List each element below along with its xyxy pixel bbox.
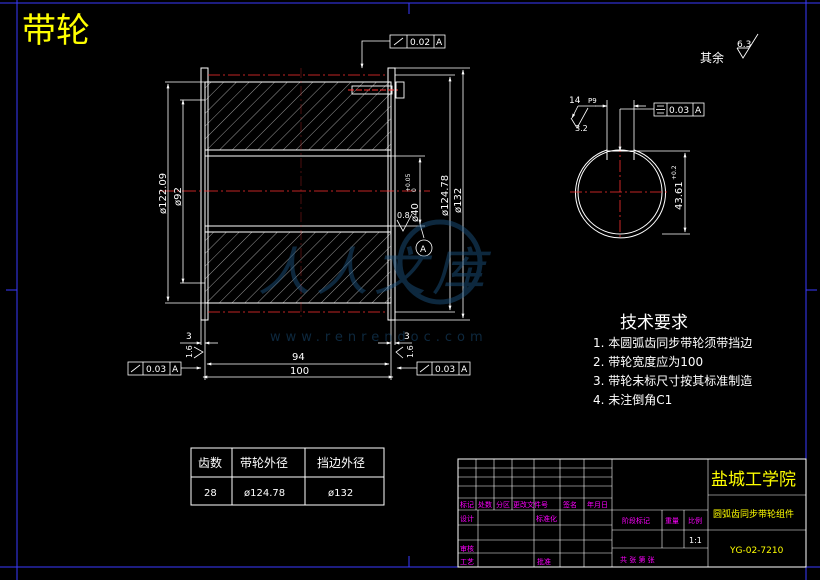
svg-text:A: A xyxy=(172,365,179,375)
svg-text:1.6: 1.6 xyxy=(406,345,415,358)
svg-text:标记: 标记 xyxy=(460,500,474,509)
school-name: 盐城工学院 xyxy=(711,470,796,490)
pulley-section xyxy=(160,67,430,321)
datum-a-symbol: A xyxy=(415,223,433,257)
right-runout-frame: 0.03 A xyxy=(396,361,471,376)
svg-text:www.renrendoc.com: www.renrendoc.com xyxy=(270,330,488,345)
face-roughness-right: 1.6 xyxy=(395,345,415,359)
roughness-default: 其余 6.3 xyxy=(700,33,759,65)
svg-text:1.6: 1.6 xyxy=(185,345,194,358)
dim-key-width-tol: P9 xyxy=(588,97,597,105)
svg-text:A: A xyxy=(695,106,702,116)
svg-text:工艺: 工艺 xyxy=(460,558,474,566)
table-header-flange-od: 挡边外径 xyxy=(317,456,365,470)
dim-pitch: ø124.78 xyxy=(440,175,451,216)
part-name: 圆弧齿同步带轮组件 xyxy=(713,508,794,520)
dim-left-inner: ø92 xyxy=(173,187,184,206)
dim-key-depth: 43.61 xyxy=(674,181,685,210)
dim-key-rough: 3.2 xyxy=(575,124,588,133)
dim-bore-tol: +0.05 xyxy=(405,173,412,192)
top-runout-frame: 0.02 A xyxy=(360,34,446,69)
table-header-pulley-od: 带轮外径 xyxy=(240,456,288,470)
requirement-3: 3. 带轮未标尺寸按其标准制造 xyxy=(593,374,752,388)
svg-text:年月日: 年月日 xyxy=(587,500,608,509)
svg-text:6.3: 6.3 xyxy=(737,40,751,50)
dim-left-outer: ø122.09 xyxy=(158,173,169,214)
svg-text:重量: 重量 xyxy=(665,517,679,525)
dim-flange: ø132 xyxy=(453,188,464,213)
face-roughness-left: 1.6 xyxy=(185,345,204,359)
title-block: 标记 处数 分区 更改文件号 签名 年月日 设计 标准化 审核 工艺 批准 阶段… xyxy=(457,458,807,568)
drawing-number: YG-02-7210 xyxy=(729,546,784,556)
dim-bore: ø40 xyxy=(410,203,421,222)
width-dimensions xyxy=(180,303,412,380)
keyway-view: 14 P9 3.2 43.61 +0.2 0.03 A xyxy=(569,96,705,240)
table-header-teeth: 齿数 xyxy=(198,455,222,470)
drawing-title: 带轮 xyxy=(22,11,90,51)
svg-text:批准: 批准 xyxy=(537,557,551,566)
svg-text:处数: 处数 xyxy=(478,500,492,509)
svg-text:阶段标记: 阶段标记 xyxy=(622,516,650,525)
svg-text:A: A xyxy=(461,365,468,375)
svg-text:更改文件号: 更改文件号 xyxy=(513,500,548,509)
requirements-heading: 技术要求 xyxy=(620,313,688,333)
dim-flange-left: 3 xyxy=(186,332,192,342)
dim-flange-right: 3 xyxy=(404,332,410,342)
right-dimensions xyxy=(391,67,470,321)
svg-text:分区: 分区 xyxy=(496,500,510,509)
dim-key-width: 14 xyxy=(569,96,581,106)
svg-text:标准化: 标准化 xyxy=(536,514,557,523)
svg-text:其余: 其余 xyxy=(700,50,724,65)
dim-key-depth-tol: +0.2 xyxy=(671,165,678,180)
table-value-flange-od: ø132 xyxy=(328,488,353,499)
requirement-4: 4. 未注倒角C1 xyxy=(593,392,672,407)
svg-text:签名: 签名 xyxy=(563,500,577,509)
svg-text:0.03: 0.03 xyxy=(146,365,166,375)
table-value-pulley-od: ø124.78 xyxy=(244,488,285,499)
watermark: 人人文库 www.renrendoc.com xyxy=(258,219,492,345)
svg-text:1:1: 1:1 xyxy=(689,536,702,545)
svg-text:A: A xyxy=(436,38,443,48)
svg-text:0.03: 0.03 xyxy=(669,106,689,116)
svg-text:A: A xyxy=(420,245,427,255)
requirement-2: 2. 带轮宽度应为100 xyxy=(593,354,703,369)
svg-text:设计: 设计 xyxy=(460,514,474,523)
requirement-1: 1. 本圆弧齿同步带轮须带挡边 xyxy=(593,336,752,350)
left-dimensions xyxy=(165,81,205,304)
svg-text:审核: 审核 xyxy=(460,544,474,553)
dim-width-94: 94 xyxy=(292,352,305,363)
svg-text:0.8: 0.8 xyxy=(397,211,410,220)
table-value-teeth: 28 xyxy=(204,488,217,499)
svg-text:人人文库: 人人文库 xyxy=(258,243,492,303)
svg-text:比例: 比例 xyxy=(688,516,702,525)
dim-width-100: 100 xyxy=(290,366,309,377)
parameter-table: 齿数 带轮外径 挡边外径 28 ø124.78 ø132 xyxy=(190,447,385,506)
technical-requirements: 技术要求 1. 本圆弧齿同步带轮须带挡边 2. 带轮宽度应为100 3. 带轮未… xyxy=(593,313,752,407)
svg-text:共 张 第 张: 共 张 第 张 xyxy=(620,555,655,564)
svg-text:0.02: 0.02 xyxy=(410,38,430,48)
dim-bore-tol2: 0 xyxy=(411,188,418,192)
bore-roughness: 0.8 xyxy=(396,211,413,232)
svg-text:0.03: 0.03 xyxy=(435,365,455,375)
left-runout-frame: 0.03 A xyxy=(127,361,202,376)
